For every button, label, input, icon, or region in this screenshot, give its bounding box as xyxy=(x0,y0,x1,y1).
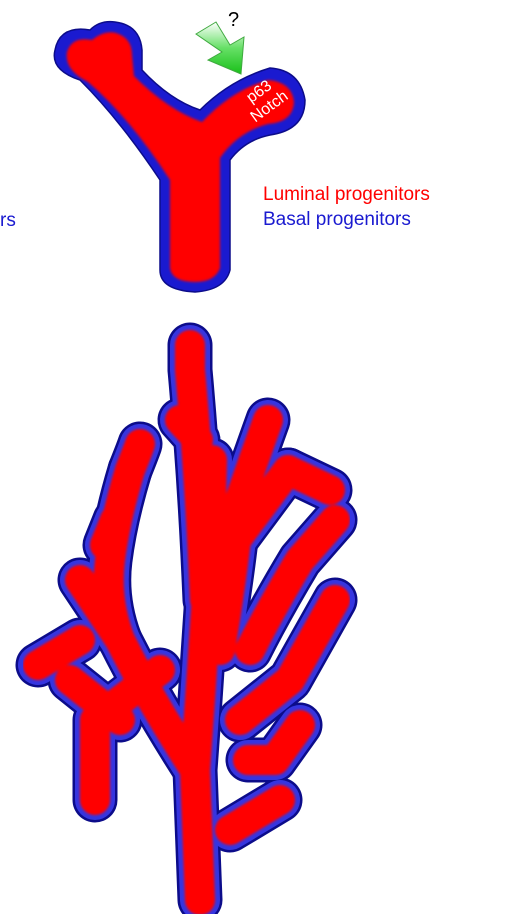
branched-gland xyxy=(38,345,335,900)
question-mark: ? xyxy=(228,9,239,31)
legend-luminal: Luminal progenitors xyxy=(263,184,430,205)
legend-basal: Basal progenitors xyxy=(263,209,411,230)
legend-cropped-text: rs xyxy=(0,210,16,231)
top-y-bud xyxy=(54,22,305,292)
